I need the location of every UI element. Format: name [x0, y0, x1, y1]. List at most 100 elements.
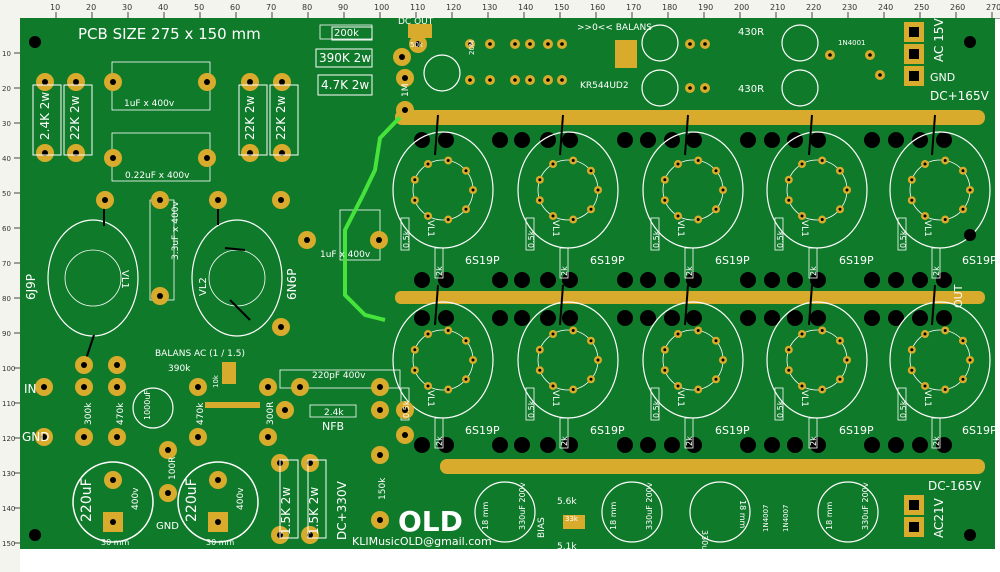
tube-pin-hole: [787, 368, 791, 372]
small-pad-hole: [560, 42, 564, 46]
comp-390k2w: 390K 2w: [319, 51, 371, 65]
mounting-hole: [964, 529, 976, 541]
output-tube-array: [392, 114, 991, 449]
tube-wire: [931, 284, 936, 326]
rail-hole: [864, 272, 880, 288]
tube-pin-hole: [714, 207, 718, 211]
rail-hole: [664, 272, 680, 288]
label-dc330: DC+330V: [335, 480, 349, 540]
rail-hole: [514, 132, 530, 148]
resistor-2k: [559, 247, 569, 279]
ruler-left-label: 80: [2, 295, 11, 303]
resistor-outline: [317, 74, 373, 96]
tube-pin-hole: [838, 207, 842, 211]
tube-wire: [559, 284, 564, 326]
ruler-top-label: 120: [446, 3, 461, 12]
resistor-outline: [269, 84, 299, 156]
pad-hole: [377, 407, 383, 413]
ruler-top-label: 240: [878, 3, 893, 12]
output-tube-2k: 2k: [932, 266, 941, 276]
tube-pin-hole: [910, 198, 914, 202]
ruler-top-label: 50: [194, 3, 204, 12]
tube-pin-hole: [787, 178, 791, 182]
output-tube-type: 6S19P: [839, 424, 874, 437]
rail-hole: [888, 132, 904, 148]
output-tube-05k: 0.5k: [899, 230, 908, 248]
ruler-top-label: 140: [518, 3, 533, 12]
comp-18mm-a: 18 mm: [481, 501, 490, 530]
output-tube-2k: 2k: [685, 436, 694, 446]
output-tube-05k: 0.5k: [527, 400, 536, 418]
comp-150k: 150k: [378, 477, 388, 500]
rail-hole: [492, 310, 508, 326]
ruler-top-label: 210: [770, 3, 785, 12]
output-tube-ref: VL1: [922, 390, 932, 407]
rail-hole: [562, 272, 578, 288]
label-out: OUT: [952, 284, 965, 308]
rail-hole: [686, 437, 702, 453]
resistor-2k: [931, 247, 941, 279]
rail-hole: [562, 132, 578, 148]
pad-hole: [265, 384, 271, 390]
tube-pin-hole: [426, 384, 430, 388]
ruler-top-label: 30: [122, 3, 132, 12]
tube-wire: [684, 284, 689, 326]
comp-15k-b: 1.5K 2w: [307, 487, 321, 535]
comp-300r: 300R: [266, 402, 276, 425]
rail-hole: [640, 272, 656, 288]
tube-pin-hole: [589, 207, 593, 211]
small-pad-hole: [528, 78, 532, 82]
rail-hole: [414, 310, 430, 326]
rail-hole: [787, 437, 803, 453]
rail-hole: [810, 272, 826, 288]
silk-text: PCB SIZE 275 x 150 mm OLD KLIMusicOLD@gm…: [22, 17, 990, 572]
tube-pin-hole: [676, 162, 680, 166]
output-tube-2k: 2k: [685, 266, 694, 276]
output-tube-ref: VL1: [425, 390, 435, 407]
comp-100r: 100R: [168, 457, 178, 480]
rail-hole: [740, 272, 756, 288]
tube-pin-hole: [800, 384, 804, 388]
tube-wire: [808, 114, 813, 156]
resistor-outline: [32, 84, 62, 156]
rail-out: [395, 291, 985, 304]
output-tube-ref: VL1: [675, 220, 685, 237]
rail-hole: [787, 310, 803, 326]
rail-hole: [438, 437, 454, 453]
rail-hole: [936, 310, 952, 326]
rail-hole: [912, 310, 928, 326]
output-tube-outline: [517, 131, 619, 249]
comp-30mm-a: 30 mm: [101, 538, 130, 547]
rail-dc-minus: [440, 459, 985, 474]
comp-30mm-b: 30 mm: [206, 538, 235, 547]
resistor-05k: [650, 387, 660, 421]
small-pad-hole: [868, 53, 872, 57]
tube-pin-hole: [446, 218, 450, 222]
resistor-outline: [238, 84, 268, 156]
tube-pin-hole: [910, 178, 914, 182]
rail-hole: [414, 272, 430, 288]
comp-390k: 390k: [168, 364, 191, 374]
tube-pin-hole: [968, 358, 972, 362]
output-tube-ref: VL1: [425, 220, 435, 237]
pad-hole: [114, 362, 120, 368]
output-tube-type: 6S19P: [590, 254, 625, 267]
comp-56k: 5.6k: [557, 497, 577, 507]
comp-2k4-nfb: 2.4k: [324, 408, 344, 418]
ruler-left-label: 90: [2, 330, 11, 338]
comp-1n4001: 1N4001: [838, 39, 866, 47]
resistor-2k: [559, 417, 569, 449]
rail-hole: [912, 272, 928, 288]
ruler-top-label: 20: [86, 3, 96, 12]
rail-hole: [686, 132, 702, 148]
comp-47k: 4.7K 2w: [321, 78, 369, 92]
tube-pin-hole: [551, 162, 555, 166]
tube-pin-hole: [464, 169, 468, 173]
small-pad-hole: [703, 42, 707, 46]
tube-pin-hole: [696, 158, 700, 162]
tube-pin-hole: [787, 348, 791, 352]
rail-hole: [740, 132, 756, 148]
tube-pin-hole: [943, 328, 947, 332]
label-ac21: AC21V: [932, 497, 946, 538]
